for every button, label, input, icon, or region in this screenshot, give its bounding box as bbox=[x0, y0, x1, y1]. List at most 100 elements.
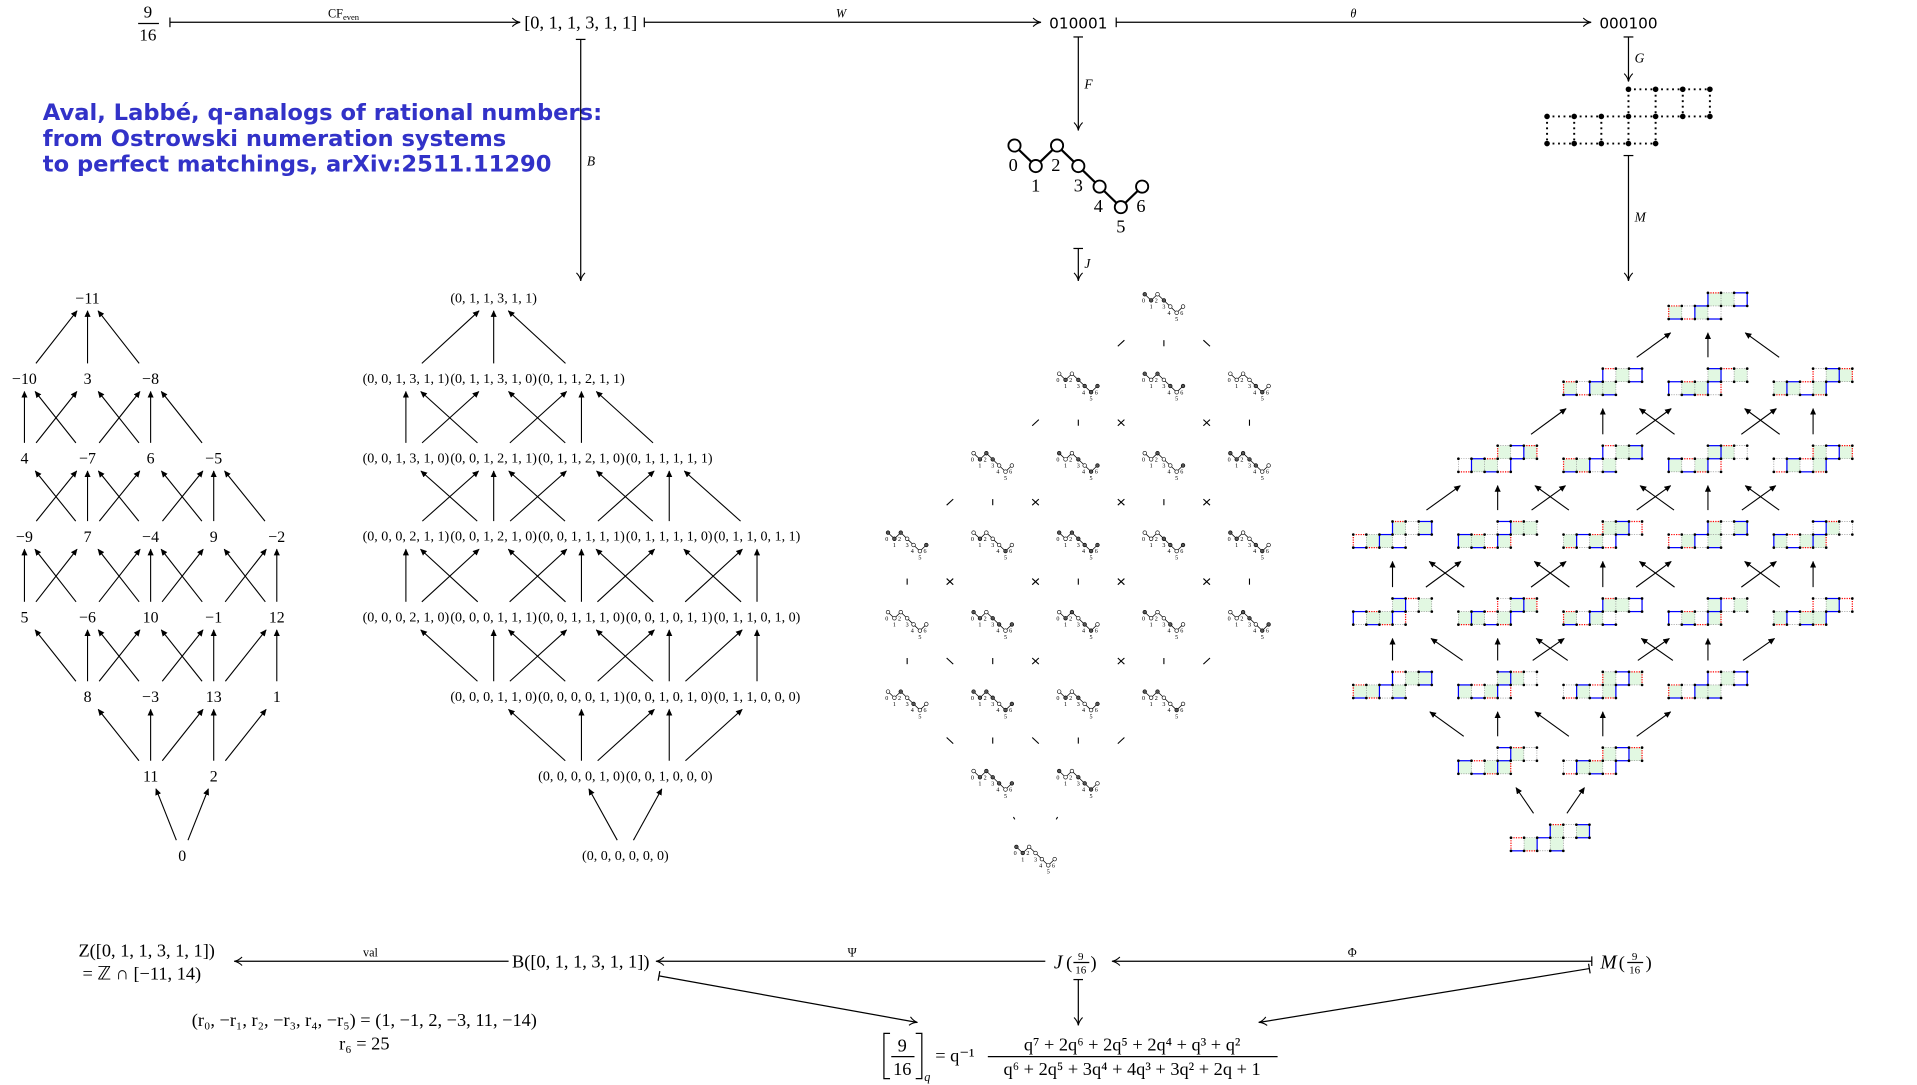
snake-vertex bbox=[1391, 623, 1394, 627]
dyck-vertex-label: 5 bbox=[1090, 794, 1093, 800]
dyck-vertex bbox=[1046, 863, 1051, 868]
matching-tile bbox=[1602, 598, 1616, 612]
snake-vertex bbox=[1850, 533, 1854, 536]
dyck-vertex bbox=[1155, 609, 1160, 615]
dyck-vertex-label: 5 bbox=[1004, 714, 1007, 720]
snake-vertex bbox=[1667, 546, 1671, 549]
snake-vertex bbox=[1417, 533, 1421, 536]
snake-vertex bbox=[1562, 393, 1565, 397]
cover-edge bbox=[420, 470, 478, 522]
snake-vertex bbox=[1693, 610, 1697, 613]
q-fraction-den: 16 bbox=[893, 1059, 911, 1079]
snake-vertex bbox=[1706, 597, 1710, 600]
lattice-node-tuple: (0, 0, 1, 3, 1, 0) bbox=[363, 450, 450, 466]
snake-vertex bbox=[1457, 772, 1460, 776]
snake-vertex bbox=[1706, 610, 1710, 613]
dyck-vertex bbox=[1161, 616, 1167, 621]
W-label: W bbox=[836, 6, 848, 20]
dyck-vertex-label: 1 bbox=[1150, 543, 1153, 549]
q-analog-formula: 9 16 q = q⁻¹ q⁷ + 2q⁶ + 2q⁵ + 2q⁴ + q³ +… bbox=[883, 1032, 1278, 1084]
snake-vertex bbox=[1365, 683, 1368, 687]
snake-vertex bbox=[1496, 623, 1500, 627]
snake-vertex bbox=[1772, 610, 1776, 613]
snake-vertex bbox=[1588, 836, 1591, 840]
snake-vertex bbox=[1706, 291, 1710, 295]
matching-tile bbox=[1563, 381, 1577, 395]
dyck-vertex-label: 3 bbox=[1162, 384, 1165, 390]
dyck-vertex bbox=[1003, 548, 1008, 554]
dyck-vertex-label: 3 bbox=[906, 623, 909, 629]
matching-tile bbox=[1418, 521, 1432, 535]
snake-vertex bbox=[1627, 610, 1631, 613]
dyck-vertex bbox=[1063, 695, 1068, 700]
lattice-node-tuple: (0, 0, 1, 0, 1, 0) bbox=[626, 689, 713, 705]
matching-tile bbox=[1589, 611, 1603, 625]
dyck-vertex-label: 0 bbox=[1056, 457, 1059, 463]
matching-tile bbox=[1773, 381, 1787, 395]
dyck-vertex-label: 1 bbox=[978, 464, 981, 470]
dyck-vertex bbox=[1174, 310, 1179, 315]
snake-vertex bbox=[1601, 772, 1605, 776]
snake-vertex bbox=[1811, 546, 1815, 549]
perfect-matching-lattice bbox=[1351, 291, 1854, 853]
matching-tile bbox=[1602, 747, 1616, 761]
dyck-vertex-label: 0 bbox=[1056, 378, 1059, 384]
dyck-vertex-label: 5 bbox=[1175, 714, 1178, 720]
dyck-vertex bbox=[1161, 457, 1167, 462]
snake-vertex bbox=[1522, 520, 1526, 523]
matching-tile bbox=[1694, 458, 1708, 472]
dyck-vertex-label: 5 bbox=[1175, 555, 1178, 561]
dyck-vertex bbox=[984, 530, 989, 535]
dyck-vertex-label: 2 bbox=[1069, 616, 1072, 622]
dyck-vertex-label: 4 bbox=[1082, 549, 1085, 555]
dyck-vertex-label: 2 bbox=[1240, 457, 1243, 463]
dyck-vertex-label: 1 bbox=[1235, 623, 1238, 629]
dyck-vertex-label: 3 bbox=[1077, 781, 1080, 787]
val-label: val bbox=[363, 945, 379, 959]
dyck-vertex bbox=[1057, 530, 1062, 535]
dyck-vertex-label: 1 bbox=[1235, 464, 1238, 470]
dyck-vertex-label: 1 bbox=[1235, 384, 1238, 390]
snake-vertex bbox=[1824, 623, 1828, 627]
snake-vertex bbox=[1667, 533, 1671, 536]
snake-vertex bbox=[1627, 380, 1631, 384]
cover-edge bbox=[1031, 578, 1040, 586]
q-denominator: q⁶ + 2q⁵ + 3q⁴ + 4q³ + 3q² + 2q + 1 bbox=[1004, 1059, 1261, 1079]
dyck-vertex-label: 3 bbox=[1077, 623, 1080, 629]
snake-vertex bbox=[1430, 533, 1434, 536]
dyck-vertex bbox=[1069, 371, 1075, 376]
snake-vertex bbox=[1693, 393, 1697, 397]
snake-vertex bbox=[1561, 836, 1565, 840]
cover-edge bbox=[1636, 332, 1672, 358]
snake-vertex bbox=[1509, 683, 1513, 687]
snake-vertex bbox=[1562, 610, 1565, 613]
Phi-label: Φ bbox=[1348, 945, 1357, 959]
matching-tile bbox=[1839, 445, 1853, 459]
matching-tile bbox=[1826, 368, 1840, 382]
dyck-vertex-label: 6 bbox=[1266, 549, 1269, 555]
lattice-node-tuple: (0, 0, 0, 0, 1, 0) bbox=[538, 768, 625, 784]
snake-vertex bbox=[1732, 533, 1736, 536]
dyck-vertex-label: 0 bbox=[971, 616, 974, 622]
snake-vertex bbox=[1351, 623, 1355, 627]
matching-tile bbox=[1353, 684, 1367, 699]
matching-tile bbox=[1550, 837, 1564, 851]
dyck-vertex bbox=[1092, 179, 1107, 194]
snake-vertex bbox=[1614, 470, 1618, 474]
snake-vertex bbox=[1614, 520, 1618, 523]
dyck-vertex bbox=[1088, 628, 1094, 633]
snake-vertex bbox=[1562, 696, 1565, 700]
snake-vertex bbox=[1732, 520, 1736, 523]
dyck-vertex bbox=[1014, 844, 1019, 849]
cover-edge bbox=[1117, 498, 1125, 506]
snake-vertex bbox=[1470, 457, 1473, 461]
matching-tile bbox=[1826, 521, 1840, 535]
snake-vertex bbox=[1601, 683, 1605, 687]
snake-vertex bbox=[1745, 683, 1749, 687]
snake-vertex bbox=[1562, 759, 1565, 763]
snake-vertex bbox=[1824, 533, 1828, 536]
snake-vertex bbox=[1811, 623, 1815, 627]
